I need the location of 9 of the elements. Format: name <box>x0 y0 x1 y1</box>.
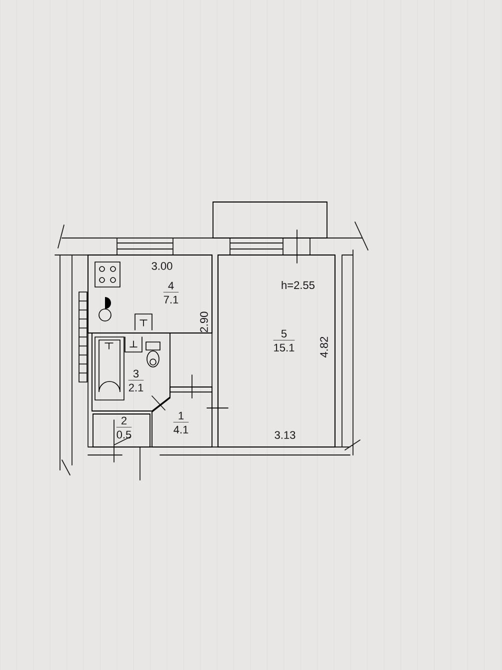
balcony <box>212 202 328 238</box>
room: 3 2.1 <box>92 332 170 412</box>
dimension-label: 3.13 <box>274 431 296 439</box>
dimension-label: h=2.55 <box>282 280 314 290</box>
dimension-label: 2.90 <box>200 312 208 332</box>
room: 2 0.5 <box>92 414 150 448</box>
dimension-label: 3.00 <box>152 262 172 270</box>
room: 1 4.1 <box>152 386 212 448</box>
dimension-label: 4.82 <box>320 336 328 358</box>
